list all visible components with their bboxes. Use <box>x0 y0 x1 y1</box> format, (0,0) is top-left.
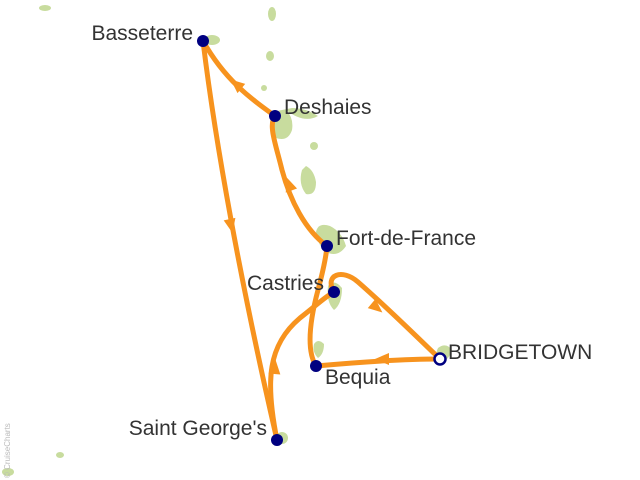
arrow-icon <box>285 177 298 193</box>
port-label-fort-de-france: Fort-de-France <box>336 227 476 250</box>
arrow-icon <box>230 79 246 94</box>
island <box>56 452 64 458</box>
route-leg <box>313 356 443 369</box>
port-labels: Basseterre Deshaies Fort-de-France Castr… <box>91 22 592 440</box>
island <box>261 85 267 91</box>
port-marker-fort-de-france[interactable] <box>321 240 333 252</box>
port-label-bequia: Bequia <box>325 366 391 389</box>
island <box>310 142 318 150</box>
island <box>39 5 51 11</box>
island-dominica <box>300 166 316 195</box>
island <box>266 51 274 61</box>
route-leg <box>268 289 337 443</box>
island-st-vincent <box>313 341 324 358</box>
port-marker-basseterre[interactable] <box>197 35 209 47</box>
port-marker-deshaies[interactable] <box>269 110 281 122</box>
port-label-bridgetown: BRIDGETOWN <box>448 341 592 364</box>
route-leg <box>307 243 330 369</box>
port-marker-castries[interactable] <box>328 286 340 298</box>
arrow-icon <box>367 298 383 313</box>
arrow-icon <box>375 353 389 365</box>
route-leg <box>200 38 280 443</box>
route-leg <box>328 272 443 362</box>
port-markers <box>197 35 447 446</box>
port-marker-saint-georges[interactable] <box>271 434 283 446</box>
arrow-icon <box>223 217 236 233</box>
port-label-castries: Castries <box>247 272 324 295</box>
credit-watermark: © CruiseCharts <box>3 423 12 478</box>
port-marker-bequia[interactable] <box>310 360 322 372</box>
island <box>268 7 276 21</box>
route-leg <box>269 113 330 249</box>
route-arrows <box>223 79 389 375</box>
homeport-marker-bridgetown[interactable] <box>433 352 447 366</box>
port-label-basseterre: Basseterre <box>91 22 193 45</box>
port-label-saint-georges: Saint George's <box>129 417 267 440</box>
island <box>2 468 14 476</box>
port-label-deshaies: Deshaies <box>284 96 372 119</box>
arrow-icon <box>268 360 281 375</box>
island-guadeloupe <box>270 108 318 139</box>
